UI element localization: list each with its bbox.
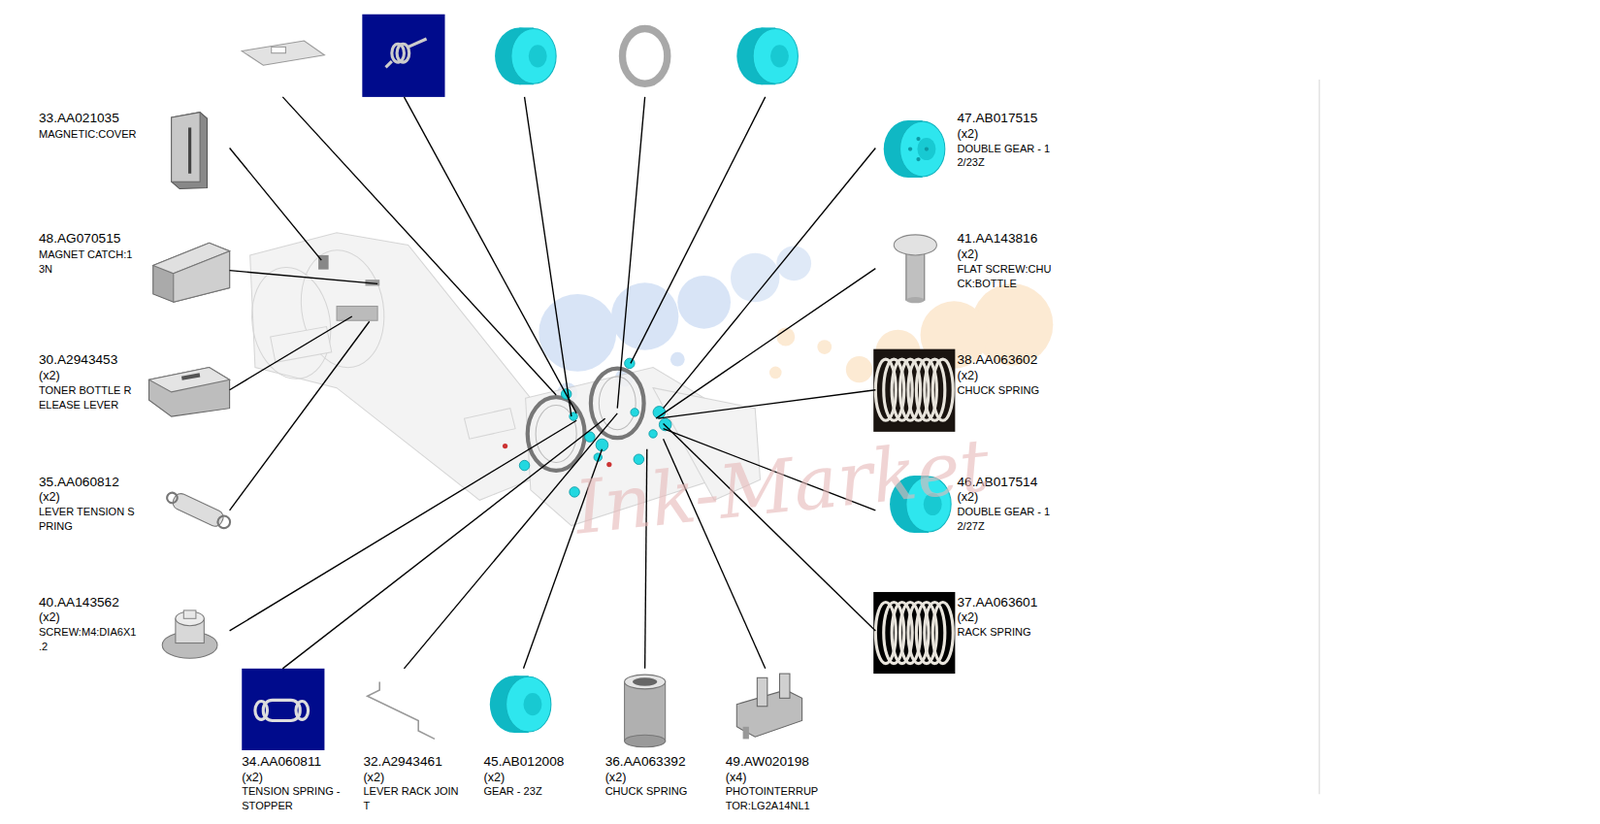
- rack-joint-part: [367, 682, 435, 740]
- photointerrupter-part: [736, 673, 802, 739]
- part-number: 49.AW020198: [725, 752, 810, 769]
- part-number: 41.AA143816: [956, 230, 1038, 247]
- part-name: RACK SPRING: [956, 624, 1059, 640]
- part-number: 33.AA021035: [38, 110, 120, 127]
- part-number: 48.AG070515: [38, 230, 121, 247]
- magnetic-cover-part: [171, 112, 208, 190]
- quantity: (x2): [38, 489, 61, 506]
- part-number: 47.AB017515: [956, 110, 1038, 127]
- part-number: 36.AA063392: [605, 752, 686, 769]
- part-number: 35.AA060812: [38, 473, 120, 490]
- chuck-spring-sleeve-part: [624, 674, 666, 748]
- rack-spring-part: [873, 591, 955, 674]
- part-name: GEAR - 23Z: [483, 783, 586, 799]
- part-number: 45.AB012008: [483, 752, 564, 769]
- part-name: CHUCK SPRING: [956, 382, 1059, 397]
- part-number: 34.AA060811: [241, 752, 322, 769]
- quantity: (x2): [362, 769, 385, 785]
- gear-part: [494, 27, 556, 85]
- part-name: TONER BOTTLE R ELEASE LEVER: [38, 382, 141, 411]
- gear-part: [489, 675, 552, 733]
- quantity: (x2): [38, 610, 61, 626]
- release-lever-part: [149, 367, 230, 417]
- part-name: TENSION SPRING - STOPPER: [241, 783, 344, 813]
- part-name: FLAT SCREW:CHU CK:BOTTLE: [956, 261, 1059, 290]
- chuck-spring-part: [873, 349, 955, 432]
- leader-lines: [229, 97, 877, 669]
- part-name: DOUBLE GEAR - 1 2/27Z: [956, 504, 1059, 533]
- quantity: (x2): [956, 247, 979, 263]
- flat-screw-part: [893, 234, 937, 303]
- quantity: (x2): [38, 368, 61, 385]
- assembly-parts: [318, 255, 672, 497]
- page-divider: [1318, 79, 1320, 794]
- part-name: MAGNET CATCH:1 3N: [38, 247, 141, 276]
- part-name: LEVER TENSION S PRING: [38, 504, 141, 533]
- quantity: (x4): [725, 769, 748, 785]
- stopper-spring-part: [241, 668, 325, 751]
- gear-part: [736, 27, 798, 85]
- quantity: (x2): [956, 368, 979, 385]
- double-gear-part: [883, 120, 946, 178]
- magnet-catch-part: [153, 242, 230, 302]
- part-number: 40.AA143562: [38, 593, 120, 610]
- part-name: MAGNETIC:COVER: [38, 126, 141, 141]
- tension-spring-part: [163, 488, 233, 532]
- part-name: LEVER RACK JOIN T: [362, 783, 465, 813]
- ring-part: [622, 28, 668, 84]
- part-number: 30.A2943453: [38, 352, 118, 368]
- torsion-spring-part: [361, 14, 445, 98]
- quantity: (x2): [605, 769, 627, 785]
- part-number: 38.AA063602: [956, 352, 1038, 368]
- quantity: (x2): [956, 126, 979, 142]
- quantity: (x2): [241, 769, 263, 785]
- quantity: (x2): [483, 769, 505, 785]
- part-name: PHOTOINTERRUP TOR:LG2A14NL1: [725, 783, 828, 813]
- part-name: CHUCK SPRING: [605, 783, 708, 799]
- plate-part: [241, 40, 325, 66]
- part-name: SCREW:M4:DIA6X1 .2: [38, 624, 141, 654]
- quantity: (x2): [956, 610, 979, 626]
- part-number: 32.A2943461: [362, 752, 442, 769]
- part-name: DOUBLE GEAR - 1 2/23Z: [956, 140, 1059, 169]
- screw-part: [162, 610, 218, 658]
- part-number: 37.AA063601: [956, 593, 1038, 610]
